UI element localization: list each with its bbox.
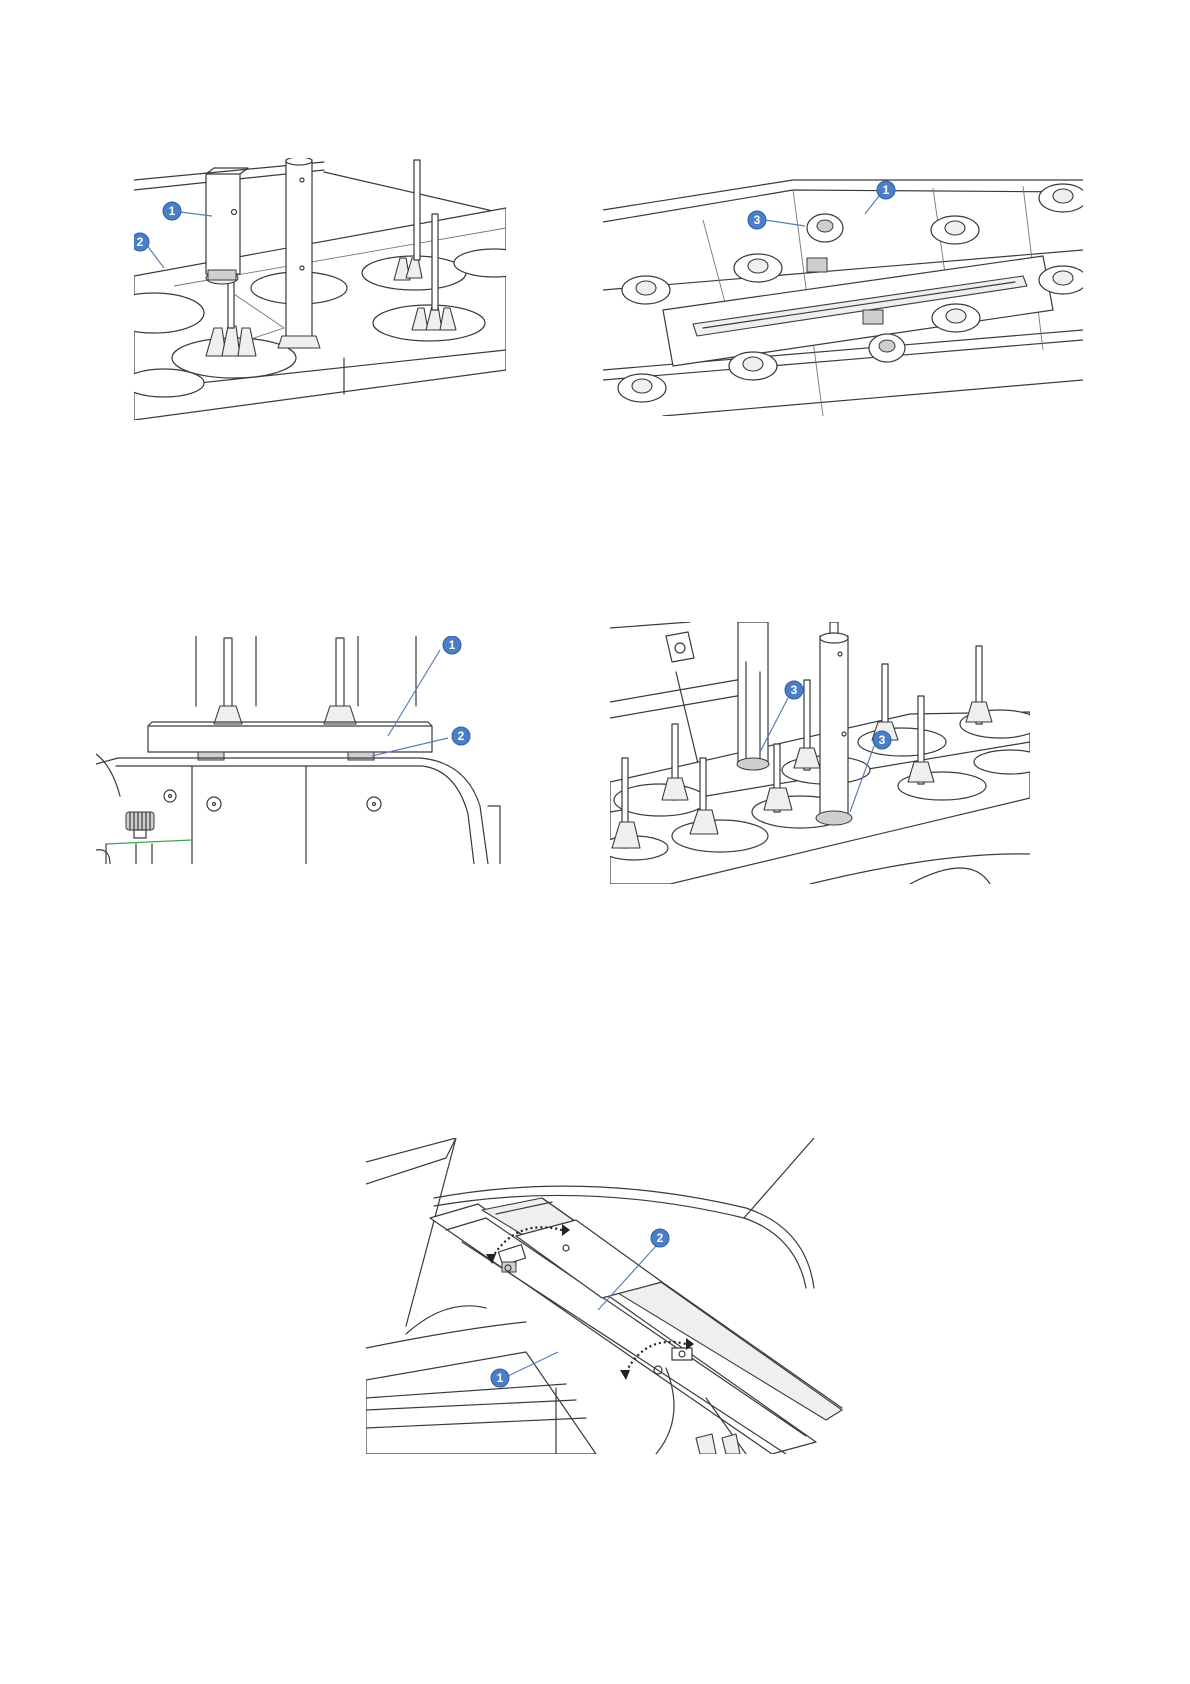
svg-text:2: 2 [657,1231,664,1245]
svg-text:1: 1 [497,1371,504,1385]
callout-1: 1 [443,636,461,654]
callout-2: 2 [651,1229,669,1247]
svg-text:3: 3 [879,733,886,747]
callout-3-second: 3 [873,731,891,749]
callout-1: 1 [163,202,181,220]
figure-plate-side-view: 1 2 [96,636,508,864]
callout-3: 3 [748,211,766,229]
callout-1: 1 [877,181,895,199]
figure-plate-posts: 1 2 [134,158,506,420]
callout-2: 2 [134,233,149,251]
callout-1: 1 [491,1369,509,1387]
figure-post-rollers: 3 3 [610,622,1030,884]
svg-text:3: 3 [791,683,798,697]
figure-tray-frame: 3 1 [603,170,1083,416]
figure-rail-rotation: 2 1 [366,1138,844,1454]
svg-text:3: 3 [754,213,761,227]
svg-text:2: 2 [458,729,465,743]
callout-2: 2 [452,727,470,745]
svg-text:1: 1 [169,204,176,218]
svg-text:2: 2 [137,235,144,249]
callout-3: 3 [785,681,803,699]
svg-text:1: 1 [449,638,456,652]
svg-text:1: 1 [883,183,890,197]
